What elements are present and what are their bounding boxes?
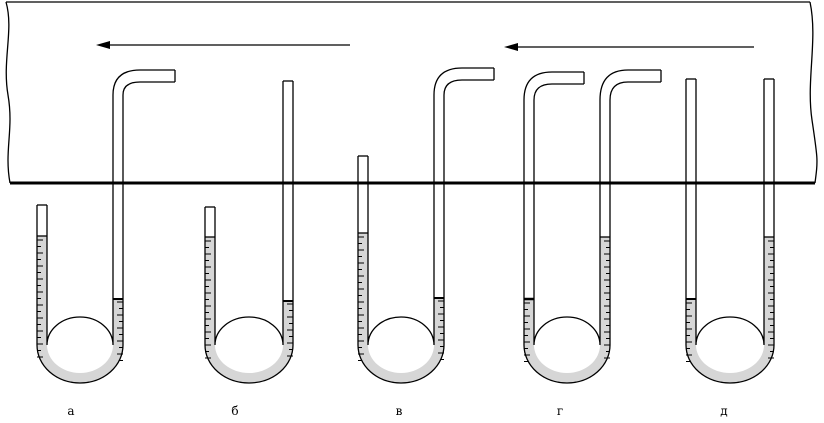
label-g: г xyxy=(556,404,564,418)
pipe-right-break xyxy=(809,1,818,184)
label-b: б xyxy=(231,404,239,418)
u-tube-inner xyxy=(695,79,765,346)
u-tube-inner xyxy=(533,100,601,346)
pipe xyxy=(5,1,818,185)
u-tube-outer xyxy=(357,95,445,384)
u-tube-inner xyxy=(214,81,284,346)
u-tube-inner xyxy=(367,95,435,346)
liquid-column xyxy=(524,237,610,383)
bent-tip-inner xyxy=(122,81,175,96)
bent-tip-outer xyxy=(112,69,175,96)
flow-arrow-right xyxy=(504,43,754,51)
bent-tip-outer xyxy=(433,67,494,96)
flow-arrow-left xyxy=(96,41,350,49)
label-d: д xyxy=(720,404,728,418)
liquid-column xyxy=(37,236,123,383)
label-v: в xyxy=(395,404,403,418)
bent-tip-right-outer xyxy=(599,69,661,101)
manometer-v xyxy=(357,67,495,384)
u-tube-outer xyxy=(204,81,294,384)
liquid-column xyxy=(358,233,444,383)
u-tube-outer xyxy=(36,95,124,384)
u-tube-outer xyxy=(523,100,611,384)
manometer-b xyxy=(204,80,294,384)
manometer-d xyxy=(685,78,775,384)
manometer-a xyxy=(36,69,176,384)
bent-tip-left-outer xyxy=(523,71,584,101)
u-tube-inner xyxy=(46,95,114,346)
scale-ticks xyxy=(37,236,774,362)
label-a: а xyxy=(67,404,75,418)
manometer-g xyxy=(523,69,662,384)
liquid-column xyxy=(686,237,774,383)
bent-tip-inner xyxy=(443,79,494,96)
bent-tip-right-inner xyxy=(609,81,661,101)
u-tube-outer xyxy=(685,79,775,384)
pipe-left-break xyxy=(5,1,11,184)
bent-tip-left-inner xyxy=(533,83,584,101)
liquid-column xyxy=(205,237,293,383)
